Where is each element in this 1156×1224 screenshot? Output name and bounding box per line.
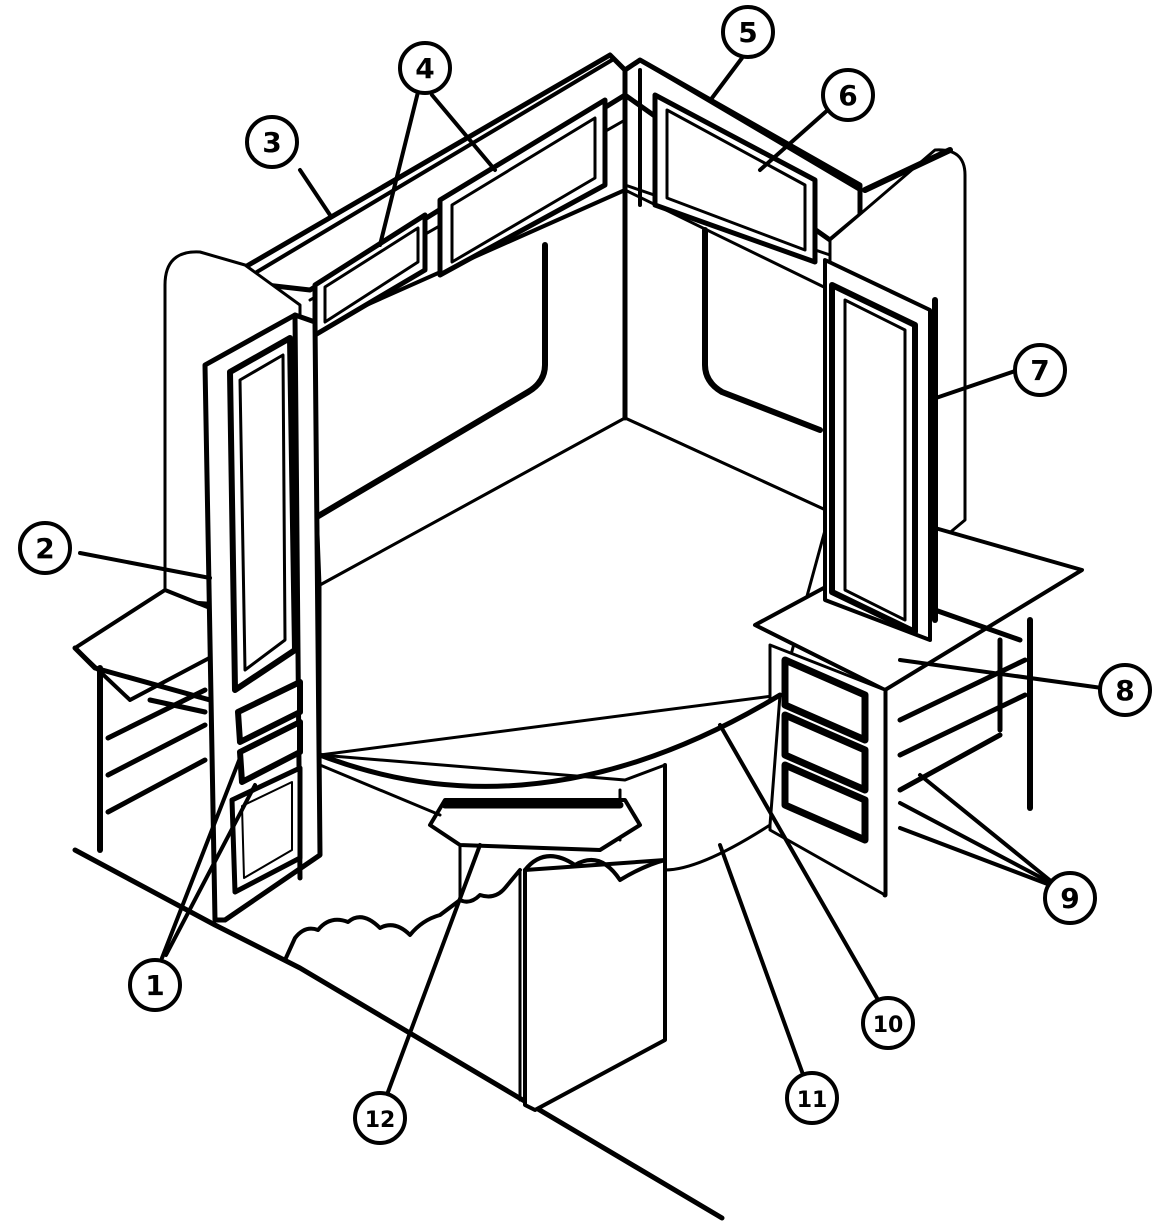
svg-text:1: 1 (145, 969, 164, 1002)
right-front-column (823, 258, 938, 642)
svg-text:4: 4 (415, 52, 434, 85)
svg-text:3: 3 (262, 126, 281, 159)
callout-3: 3 (245, 115, 299, 169)
back-wall-rails (312, 227, 823, 521)
callout-2: 2 (18, 521, 72, 575)
svg-text:8: 8 (1115, 674, 1134, 707)
leader-lines (78, 56, 1104, 1102)
ground-line (72, 847, 725, 1221)
callout-7: 7 (1013, 343, 1067, 397)
svg-text:11: 11 (797, 1088, 828, 1113)
callout-6: 6 (821, 68, 875, 122)
callout-4: 4 (398, 41, 452, 95)
callout-12: 12 (353, 1091, 407, 1145)
svg-text:12: 12 (365, 1108, 396, 1133)
left-front-column (202, 312, 323, 923)
front-podium (428, 798, 667, 1112)
callout-9: 9 (1043, 871, 1097, 925)
callout-1: 1 (128, 958, 182, 1012)
svg-text:7: 7 (1030, 354, 1049, 387)
upper-glass-panels (312, 92, 818, 338)
callout-5: 5 (721, 5, 775, 59)
callout-10: 10 (861, 996, 915, 1050)
left-counter (72, 588, 217, 853)
svg-text:2: 2 (35, 532, 54, 565)
svg-text:9: 9 (1060, 882, 1079, 915)
callout-11: 11 (785, 1071, 839, 1125)
svg-text:6: 6 (838, 79, 857, 112)
svg-text:5: 5 (738, 16, 757, 49)
torn-edge (283, 753, 522, 962)
callout-8: 8 (1098, 663, 1152, 717)
svg-text:10: 10 (873, 1013, 904, 1038)
